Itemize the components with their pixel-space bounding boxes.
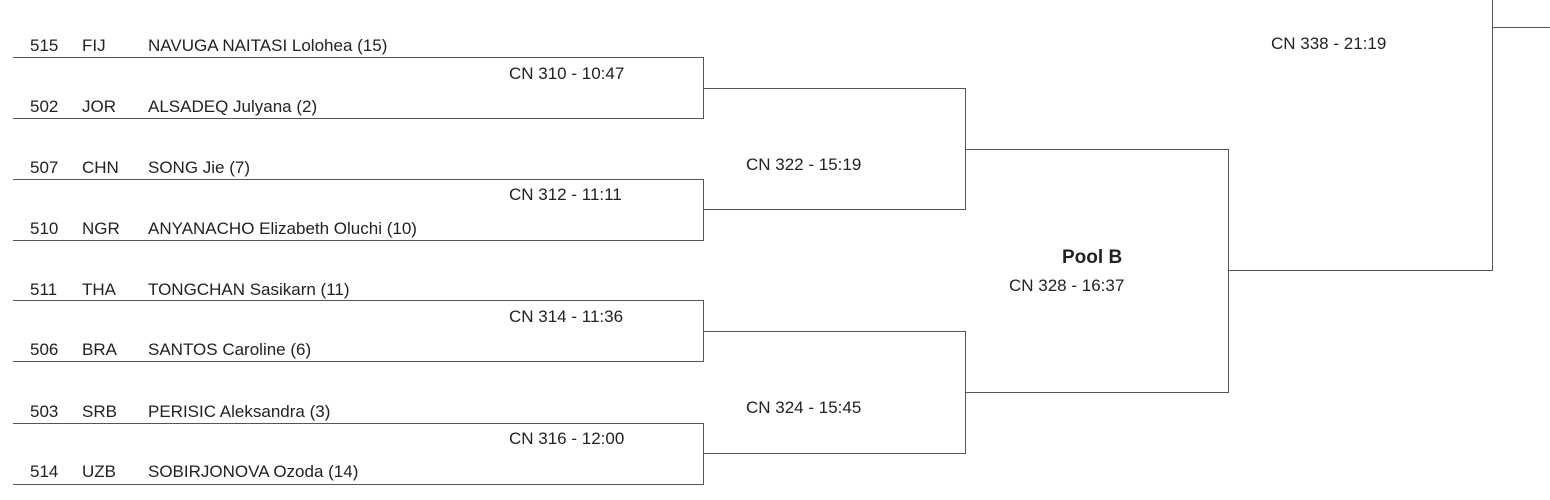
- bracket-line: [965, 149, 1228, 150]
- entry-name: SONG Jie (7): [148, 158, 251, 177]
- entry-number: 507: [30, 158, 59, 177]
- bracket-line: [1492, 0, 1493, 271]
- bracket-line: [13, 423, 703, 424]
- bracket-line: [703, 179, 704, 241]
- bracket-line: [13, 118, 703, 119]
- contest-label: CN 314 - 11:36: [509, 307, 624, 326]
- contest-label: CN 316 - 12:00: [509, 429, 625, 448]
- entry-name: SANTOS Caroline (6): [148, 340, 312, 359]
- bracket-line: [703, 453, 965, 454]
- contest-label: CN 322 - 15:19: [746, 155, 862, 174]
- bracket-line: [1228, 270, 1492, 271]
- entry-noc: THA: [82, 280, 116, 299]
- bracket-line: [13, 484, 703, 485]
- entry-number: 514: [30, 462, 59, 481]
- entry-number: 510: [30, 219, 59, 238]
- bracket-line: [1228, 149, 1229, 393]
- entry-name: NAVUGA NAITASI Lolohea (15): [148, 36, 388, 55]
- entry-noc: NGR: [82, 219, 120, 238]
- entry-noc: BRA: [82, 340, 117, 359]
- bracket-line: [13, 361, 703, 362]
- contest-label: CN 312 - 11:11: [509, 185, 622, 204]
- entry-noc: JOR: [82, 97, 116, 116]
- entry-name: ALSADEQ Julyana (2): [148, 97, 318, 116]
- entry-number: 511: [30, 280, 58, 299]
- bracket-line: [703, 331, 965, 332]
- bracket-line: [965, 392, 1228, 393]
- entry-name: ANYANACHO Elizabeth Oluchi (10): [148, 219, 417, 238]
- entry-number: 503: [30, 402, 59, 421]
- bracket-line: [703, 423, 704, 485]
- bracket-line: [703, 88, 965, 89]
- entry-name: TONGCHAN Sasikarn (11): [148, 280, 350, 299]
- bracket-line: [13, 57, 703, 58]
- entry-noc: FIJ: [82, 36, 106, 55]
- bracket-line: [13, 240, 703, 241]
- entry-name: SOBIRJONOVA Ozoda (14): [148, 462, 359, 481]
- pool-title: Pool B: [1062, 247, 1123, 268]
- contest-label: CN 338 - 21:19: [1271, 34, 1387, 53]
- entry-noc: UZB: [82, 462, 116, 481]
- contest-label: CN 328 - 16:37: [1009, 276, 1125, 295]
- entry-name: PERISIC Aleksandra (3): [148, 402, 331, 421]
- entry-number: 515: [30, 36, 59, 55]
- bracket-line: [13, 300, 703, 301]
- contest-label: CN 324 - 15:45: [746, 398, 862, 417]
- bracket-line: [1492, 27, 1550, 28]
- entry-number: 506: [30, 340, 59, 359]
- bracket-line: [703, 209, 965, 210]
- bracket-line: [13, 179, 703, 180]
- contest-label: CN 310 - 10:47: [509, 64, 625, 83]
- entry-noc: SRB: [82, 402, 117, 421]
- entry-number: 502: [30, 97, 59, 116]
- entry-noc: CHN: [82, 158, 119, 177]
